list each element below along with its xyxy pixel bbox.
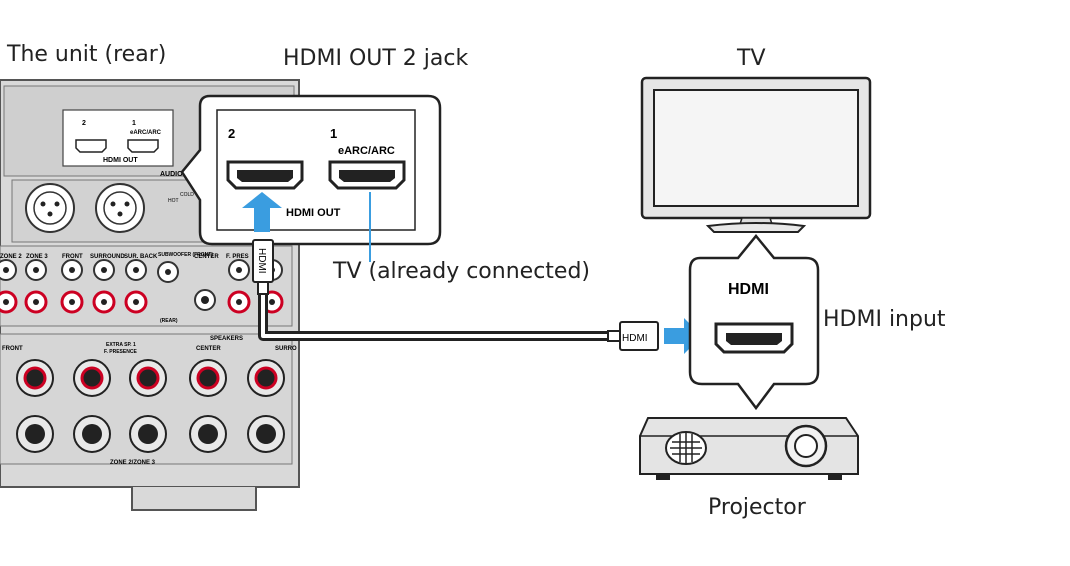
speakers-text: SPEAKERS: [210, 336, 243, 342]
center-text: CENTER: [194, 254, 219, 260]
jack2-num: 2: [228, 126, 235, 141]
small-hdmi-port-2: [75, 139, 107, 153]
callout-hdmi-out: HDMI OUT: [286, 207, 341, 219]
hdmi-out-callout: 2 1 eARC/ARC HDMI OUT: [180, 94, 442, 262]
unit-label: The unit (rear): [7, 42, 167, 67]
zone3-text: ZONE 3: [26, 254, 48, 260]
rear-text: (REAR): [160, 318, 178, 324]
hot-text: HOT: [168, 198, 179, 204]
xlr-connector: [25, 183, 75, 233]
front2-text: FRONT: [2, 346, 23, 352]
cold-text: COLD: [180, 192, 194, 198]
small-num1: 1: [132, 120, 136, 127]
tv-illustration: [640, 76, 872, 233]
small-hdmi-port-1: [127, 139, 159, 153]
projector-label: Projector: [708, 495, 806, 520]
extra-text: EXTRA SP. 1: [106, 342, 136, 348]
hdmi-out2-jack-label: HDMI OUT 2 jack: [283, 46, 469, 71]
zone23-text: ZONE 2/ZONE 3: [110, 460, 156, 466]
connect-arrow-up: [242, 192, 282, 232]
audio-text: AUDIO: [160, 171, 183, 178]
bubble-hdmi-text: HDMI: [728, 281, 769, 298]
rca-jacks: [0, 259, 284, 314]
fpres-text: F. PRES: [226, 254, 249, 260]
hdmi-plug-horizontal: [619, 321, 659, 351]
small-hdmi-out-text: HDMI OUT: [103, 157, 138, 164]
hdmi-out2-port-inner: [237, 170, 293, 182]
surround-text: SURROUND: [90, 254, 125, 260]
surback-text: SUR. BACK: [124, 254, 158, 260]
surro-text: SURRO: [275, 346, 297, 352]
center2-text: CENTER: [196, 346, 221, 352]
hdmi-cable: HDMI HDMI: [252, 239, 702, 354]
small-earc: eARC/ARC: [130, 130, 162, 136]
fpresence-text: F. PRESENCE: [104, 349, 137, 355]
zone2-text: ZONE 2: [0, 254, 22, 260]
front-text: FRONT: [62, 254, 83, 260]
small-num2: 2: [82, 120, 86, 127]
plug-top-text: HDMI: [256, 248, 267, 274]
hdmi-input-label: HDMI input: [823, 307, 946, 332]
small-hdmi-out-box: [62, 109, 174, 167]
speaker-terminals: [16, 359, 285, 453]
projector-hdmi-port-inner: [726, 333, 782, 345]
jack1-num: 1: [330, 126, 337, 141]
xlr-connector: [95, 183, 145, 233]
plug-right-text: HDMI: [622, 333, 648, 344]
subwoofer-text: SUBWOOFER (FRONT): [158, 252, 213, 258]
tv-connected-label: TV (already connected): [333, 259, 590, 284]
hdmi-out1-port-inner: [339, 170, 395, 182]
hdmi-input-bubble: HDMI: [688, 234, 820, 411]
earc-text: eARC/ARC: [338, 145, 395, 157]
projector-illustration: [639, 417, 859, 480]
tv-label: TV: [737, 46, 766, 71]
